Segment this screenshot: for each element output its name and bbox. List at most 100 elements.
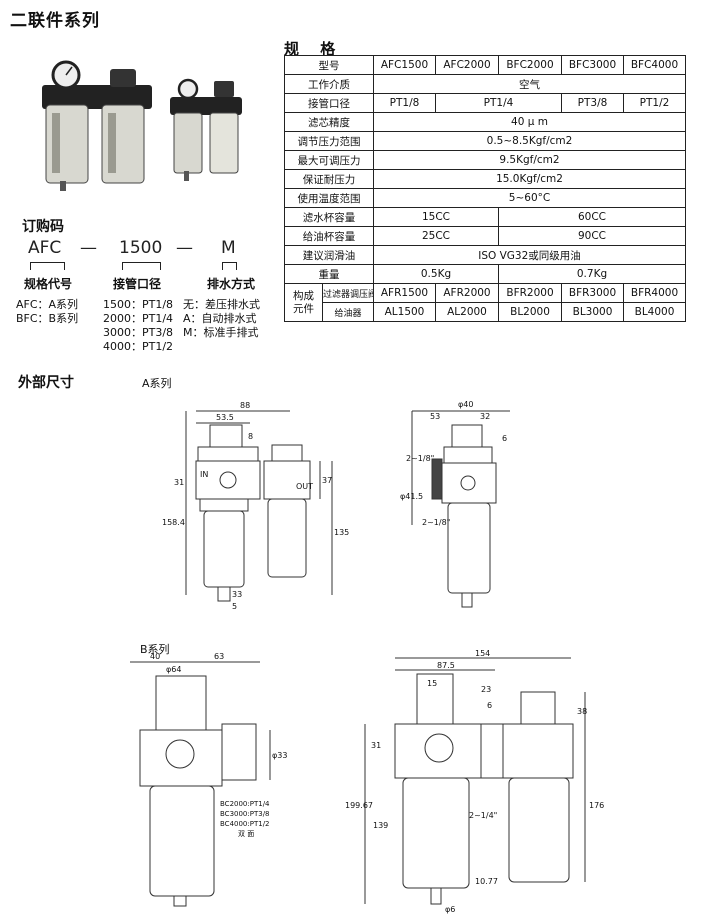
afc-unit-image <box>42 60 152 191</box>
list-item: 2000：PT1/4 <box>103 312 174 325</box>
dim-label: 2~1/8" <box>406 454 434 463</box>
row-value: PT1/8 <box>373 93 436 113</box>
row-value: 15CC <box>373 207 499 227</box>
out-label: OUT <box>296 482 313 491</box>
row-value: 90CC <box>498 226 686 246</box>
dim-label: 158.4 <box>162 518 185 527</box>
row-value: 25CC <box>373 226 499 246</box>
row-label: 接管口径 <box>284 93 374 113</box>
row-value: 40 μ m <box>373 112 686 132</box>
table-row: 建议润滑油 ISO VG32或同级用油 <box>284 245 686 265</box>
table-row: 给油器 AL1500 AL2000 BL2000 BL3000 BL4000 <box>285 302 686 322</box>
dim-label: 31 <box>174 478 184 487</box>
regulator-port <box>165 739 195 769</box>
lubricator-cap <box>520 691 556 725</box>
regulator-port <box>219 471 237 489</box>
code-bracket-tick <box>122 262 123 270</box>
regulator-cell: AFR1500 <box>373 283 436 303</box>
dim-label: 2~1/4" <box>469 811 497 820</box>
drain <box>173 895 187 907</box>
dim-label: 15 <box>427 679 437 688</box>
port-options: 1500：PT1/8 2000：PT1/4 3000：PT3/8 4000：PT… <box>103 298 173 354</box>
dim-label: 37 <box>322 476 332 485</box>
regulator-bonnet <box>197 446 259 462</box>
regulator-port <box>424 733 454 763</box>
in-label: IN <box>200 470 208 479</box>
row-value: PT1/4 <box>435 93 562 113</box>
table-row: 调节压力范围 0.5~8.5Kgf/cm2 <box>284 131 686 151</box>
regulator-cell: AFR2000 <box>435 283 499 303</box>
lubricator-cell: BL3000 <box>561 302 624 322</box>
lubricator-body <box>502 723 574 779</box>
row-value: 0.5Kg <box>373 264 499 284</box>
a-series-label: A系列 <box>142 377 172 390</box>
dim-label: 5 <box>232 602 237 611</box>
dim-label: 6 <box>502 434 507 443</box>
model-cell: BFC3000 <box>561 55 624 75</box>
page-title: 二联件系列 <box>10 11 100 31</box>
regulator-knob <box>451 424 483 448</box>
lubricator-bowl <box>267 498 307 578</box>
list-item: 3000：PT3/8 <box>103 326 174 339</box>
model-cell: BFC4000 <box>623 55 686 75</box>
dim-label: 135 <box>334 528 349 537</box>
list-item: BFC：B系列 <box>16 312 79 325</box>
code-bracket-tick <box>222 262 223 270</box>
components-label-line1: 构成 <box>293 289 314 302</box>
row-value: PT1/2 <box>623 93 686 113</box>
dim-label: 53.5 <box>216 413 234 422</box>
spec-table: 型号 AFC1500 AFC2000 BFC2000 BFC3000 BFC40… <box>284 55 686 322</box>
lubricator-bowl <box>508 777 570 883</box>
gauge <box>431 458 443 500</box>
dim-label: 154 <box>475 649 490 658</box>
port-note: BC4000:PT1/2 <box>220 820 270 828</box>
row-label: 重量 <box>284 264 374 284</box>
connector <box>480 723 504 779</box>
components-label: 构成 元件 <box>284 283 323 322</box>
lubricator-cell: BL4000 <box>623 302 686 322</box>
dim-label: 33 <box>232 590 242 599</box>
lubricator-cell: BL2000 <box>498 302 562 322</box>
dim-label: 10.77 <box>475 877 498 886</box>
row-label: 工作介质 <box>284 74 374 94</box>
list-item: A：自动排水式 <box>183 312 257 325</box>
dim-label: 32 <box>480 412 490 421</box>
model-cell: AFC2000 <box>435 55 499 75</box>
bowl-guard <box>199 498 249 512</box>
filter-bowl <box>149 785 215 897</box>
order-code-part-3: M <box>221 238 236 258</box>
code-bracket-tick <box>236 262 237 270</box>
dim-label: φ64 <box>166 665 181 674</box>
row-value: 空气 <box>373 74 686 94</box>
dim-label: 8 <box>248 432 253 441</box>
regulator-port <box>460 475 476 491</box>
list-item: 4000：PT1/2 <box>103 340 174 353</box>
port-note: BC3000:PT3/8 <box>220 810 270 818</box>
regulator-body <box>394 723 482 779</box>
drain <box>430 887 442 905</box>
order-code-dash-1: — <box>80 238 97 258</box>
table-row: 工作介质 空气 <box>284 74 686 94</box>
regulator-body <box>139 729 223 787</box>
table-row: 构成 元件 过滤器调压阀 AFR1500 AFR2000 BFR2000 BFR… <box>284 283 686 322</box>
model-cell: BFC2000 <box>498 55 562 75</box>
code-bracket-tick <box>64 262 65 270</box>
dim-label: 6 <box>487 701 492 710</box>
dim-label: 63 <box>214 652 224 661</box>
b-series-front-drawing: 40 63 φ64 φ33 BC2000:PT1/4 BC3000:PT3/8 … <box>130 652 287 907</box>
filter-bowl <box>402 777 470 889</box>
model-cell: AFC1500 <box>373 55 436 75</box>
lubricator-cell: AL2000 <box>435 302 499 322</box>
row-value: ISO VG32或同级用油 <box>373 245 686 265</box>
dim-label: 87.5 <box>437 661 455 670</box>
order-head-series: 规格代号 <box>24 277 73 291</box>
row-label: 滤水杯容量 <box>284 207 374 227</box>
code-bracket-1 <box>30 262 64 264</box>
code-bracket-2 <box>122 262 160 264</box>
a-series-side-drawing: φ40 53 32 6 φ41.5 2~1/8" 2~1/8" <box>400 400 510 608</box>
dimensions-title: 外部尺寸 <box>18 375 74 391</box>
code-bracket-tick <box>160 262 161 270</box>
dim-label: 2~1/8" <box>422 518 450 527</box>
table-row: 滤水杯容量 15CC 60CC <box>284 207 686 227</box>
dim-label: φ41.5 <box>400 492 423 501</box>
